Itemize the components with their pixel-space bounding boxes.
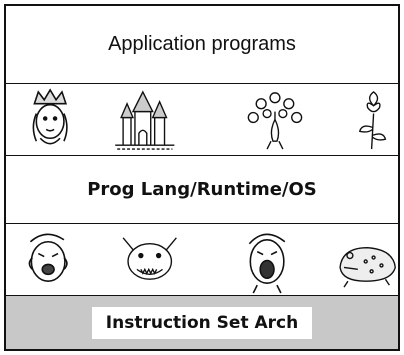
prog-lang-runtime-os-label: Prog Lang/Runtime/OS — [87, 179, 317, 200]
toad-icon — [339, 246, 396, 288]
castle-icon — [115, 90, 175, 150]
layer-prog-lang-runtime-os: Prog Lang/Runtime/OS — [6, 156, 398, 224]
screaming-face-icon — [28, 233, 68, 282]
layer-application-programs: Application programs — [6, 6, 398, 84]
rose-icon — [358, 91, 387, 150]
abstraction-stack: Application programs — [4, 4, 400, 351]
screaming-man-icon — [248, 233, 286, 294]
layer-instruction-set-arch: Instruction Set Arch — [6, 296, 398, 349]
instruction-set-arch-label: Instruction Set Arch — [91, 306, 313, 339]
peacock-icon — [247, 92, 303, 150]
lower-illustration-row — [6, 224, 398, 296]
lower-illustrations — [28, 233, 396, 294]
upper-illustrations — [32, 88, 387, 150]
crowned-queen-icon — [32, 88, 68, 145]
snarling-dog-icon — [122, 237, 177, 280]
application-programs-label: Application programs — [108, 33, 296, 55]
upper-illustration-row — [6, 84, 398, 156]
